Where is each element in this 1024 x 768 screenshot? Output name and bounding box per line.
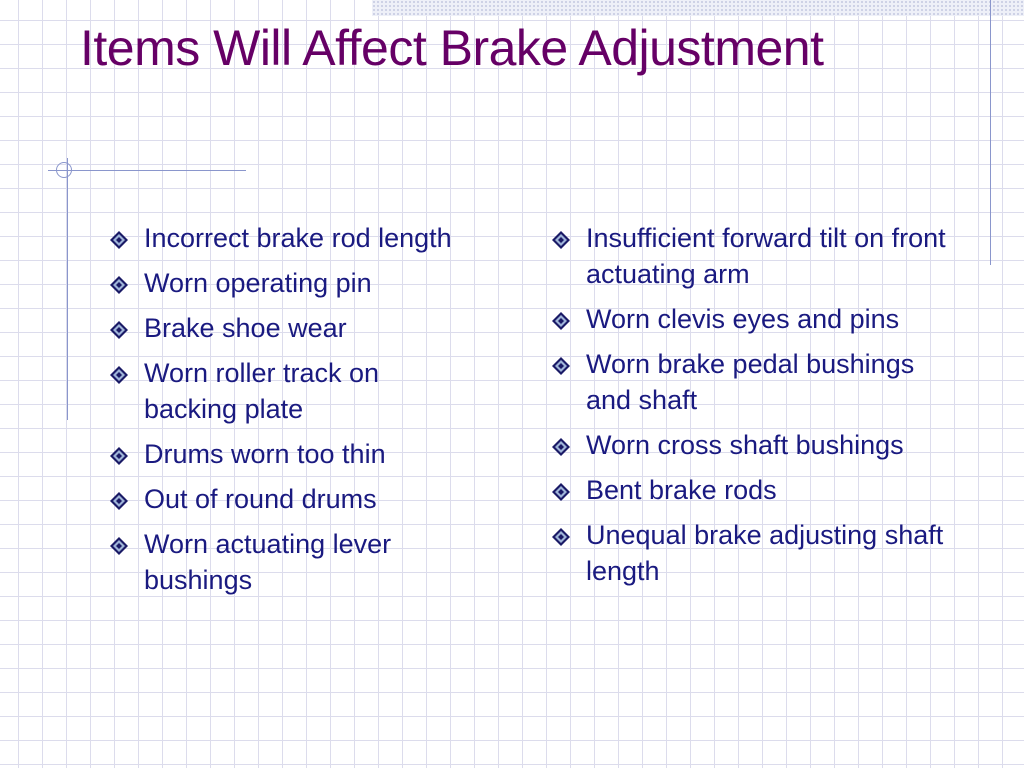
list-item-text: Incorrect brake rod length [144,223,452,253]
slide-title: Items Will Affect Brake Adjustment [80,20,824,76]
list-item-text: Worn clevis eyes and pins [586,304,900,334]
list-item: Worn cross shaft bushings [550,427,950,463]
list-item: Worn clevis eyes and pins [550,301,950,337]
right-accent-line [990,0,991,265]
list-item-text: Bent brake rods [586,475,777,505]
list-item-text: Insufficient forward tilt on front actua… [586,223,946,289]
list-item: Worn actuating lever bushings [108,526,468,598]
diamond-bullet-icon [110,321,128,339]
diamond-bullet-icon [552,483,570,501]
left-accent-line [67,158,68,420]
list-item: Worn operating pin [108,265,468,301]
top-decorative-band [372,0,1024,16]
list-item: Unequal brake adjusting shaft length [550,517,950,589]
list-item: Incorrect brake rod length [108,220,468,256]
list-item: Worn roller track on backing plate [108,355,468,427]
diamond-bullet-icon [110,537,128,555]
list-item-text: Worn actuating lever bushings [144,529,392,595]
diamond-bullet-icon [110,366,128,384]
list-item-text: Unequal brake adjusting shaft length [586,520,944,586]
right-bullet-list: Insufficient forward tilt on front actua… [550,220,950,598]
list-item: Out of round drums [108,481,468,517]
diamond-bullet-icon [552,438,570,456]
list-item-text: Worn roller track on backing plate [144,358,380,424]
diamond-bullet-icon [110,492,128,510]
diamond-bullet-icon [552,231,570,249]
list-item: Bent brake rods [550,472,950,508]
title-underline [48,170,246,171]
crosshair-circle-icon [56,162,72,178]
list-item: Worn brake pedal bushings and shaft [550,346,950,418]
diamond-bullet-icon [552,357,570,375]
list-item-text: Worn cross shaft bushings [586,430,904,460]
diamond-bullet-icon [552,528,570,546]
list-item-text: Worn operating pin [144,268,372,298]
list-item: Drums worn too thin [108,436,468,472]
left-bullet-list: Incorrect brake rod length Worn operatin… [108,220,468,607]
list-item-text: Out of round drums [144,484,377,514]
list-item: Insufficient forward tilt on front actua… [550,220,950,292]
diamond-bullet-icon [110,276,128,294]
list-item-text: Brake shoe wear [144,313,347,343]
list-item-text: Drums worn too thin [144,439,386,469]
diamond-bullet-icon [110,447,128,465]
list-item-text: Worn brake pedal bushings and shaft [586,349,915,415]
list-item: Brake shoe wear [108,310,468,346]
diamond-bullet-icon [110,231,128,249]
diamond-bullet-icon [552,312,570,330]
